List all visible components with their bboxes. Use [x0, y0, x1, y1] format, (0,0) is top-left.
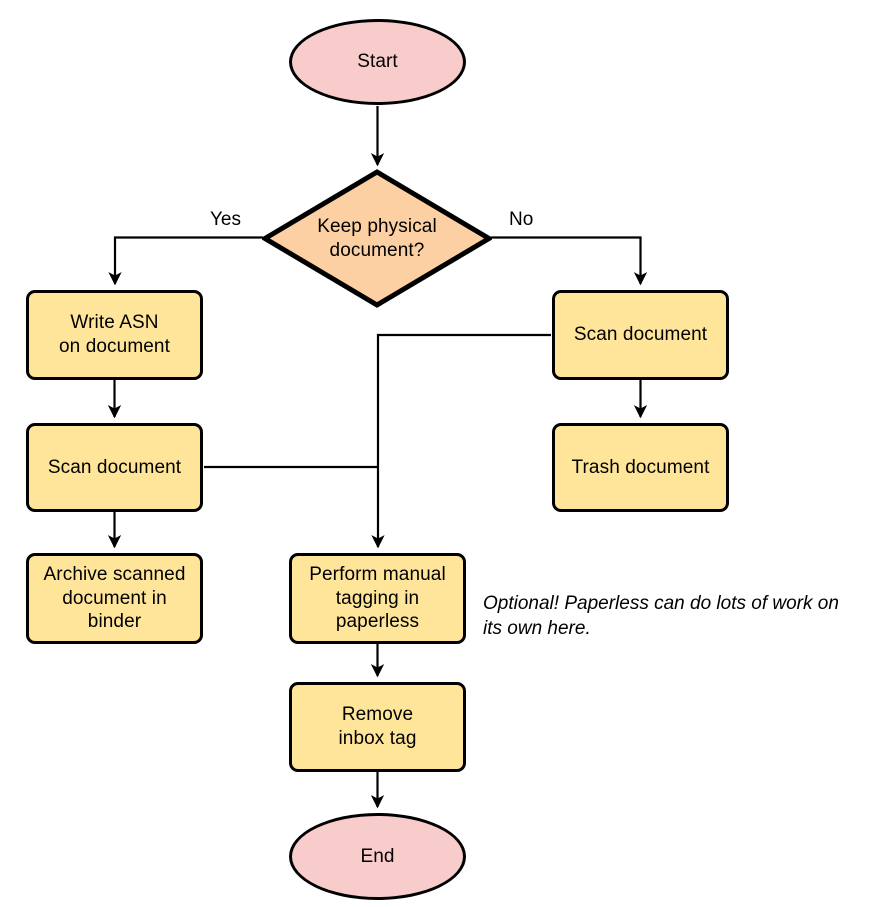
edge-scan-right-to-tagging: [371, 333, 551, 549]
node-archive-scanned-document-in-binder[interactable]: Archive scanned document in binder: [26, 553, 203, 644]
node-trash-document[interactable]: Trash document: [552, 423, 729, 512]
node-write-asn-label-line2: on document: [59, 336, 170, 357]
node-perform-manual-tagging-in-paperless[interactable]: Perform manual tagging in paperless: [289, 553, 466, 644]
node-remove-inbox-label-line1: Remove: [341, 704, 414, 726]
diamond-shape: [262, 169, 492, 308]
node-archive-label-line1: Archive scanned: [43, 563, 186, 585]
node-tagging-label-line3: paperless: [335, 611, 420, 633]
node-start-label: Start: [357, 51, 398, 73]
node-trash-document-label: Trash document: [571, 456, 710, 478]
node-scan-document-right-label: Scan document: [573, 324, 708, 346]
node-scan-document-right[interactable]: Scan document: [552, 290, 729, 380]
edge-label-no: No: [509, 209, 534, 230]
edge-label-yes: Yes: [210, 209, 241, 230]
node-decision-label: Keep physical document?: [262, 215, 492, 263]
annotation-optional-paperless: Optional! Paperless can do lots of work …: [483, 591, 883, 641]
node-tagging-label-line1: Perform manual: [309, 563, 446, 585]
node-decision-label-line2: document?: [329, 239, 425, 261]
node-write-asn-label-line1: Write ASN: [70, 312, 159, 334]
node-remove-inbox-label-line2: inbox tag: [338, 728, 417, 749]
annotation-line1: Optional! Paperless can do lots of work …: [483, 593, 839, 614]
node-scan-document-left-label: Scan document: [47, 456, 182, 478]
annotation-line2: its own here.: [483, 618, 591, 640]
node-archive-label-line3: binder: [87, 611, 142, 633]
node-archive-label-line2: document in: [62, 587, 167, 609]
node-end[interactable]: End: [289, 813, 466, 900]
node-remove-inbox-tag[interactable]: Remove inbox tag: [289, 682, 466, 772]
node-decision-label-line1: Keep physical: [317, 215, 437, 237]
node-tagging-label-line2: tagging in: [335, 587, 420, 609]
edge-decision-no-to-scan-right: [491, 236, 648, 286]
node-end-label: End: [360, 845, 395, 867]
node-start[interactable]: Start: [289, 19, 466, 105]
node-archive-label: Archive scanned document in binder: [44, 563, 186, 635]
edge-decision-yes-to-write-asn: [108, 236, 263, 286]
node-scan-document-left[interactable]: Scan document: [26, 423, 203, 512]
node-write-asn-on-document[interactable]: Write ASN on document: [26, 290, 203, 380]
node-tagging-label: Perform manual tagging in paperless: [309, 563, 446, 635]
node-write-asn-label: Write ASN on document: [59, 311, 170, 359]
node-keep-physical-document-decision[interactable]: Keep physical document?: [262, 169, 492, 308]
node-remove-inbox-label: Remove inbox tag: [338, 703, 416, 751]
